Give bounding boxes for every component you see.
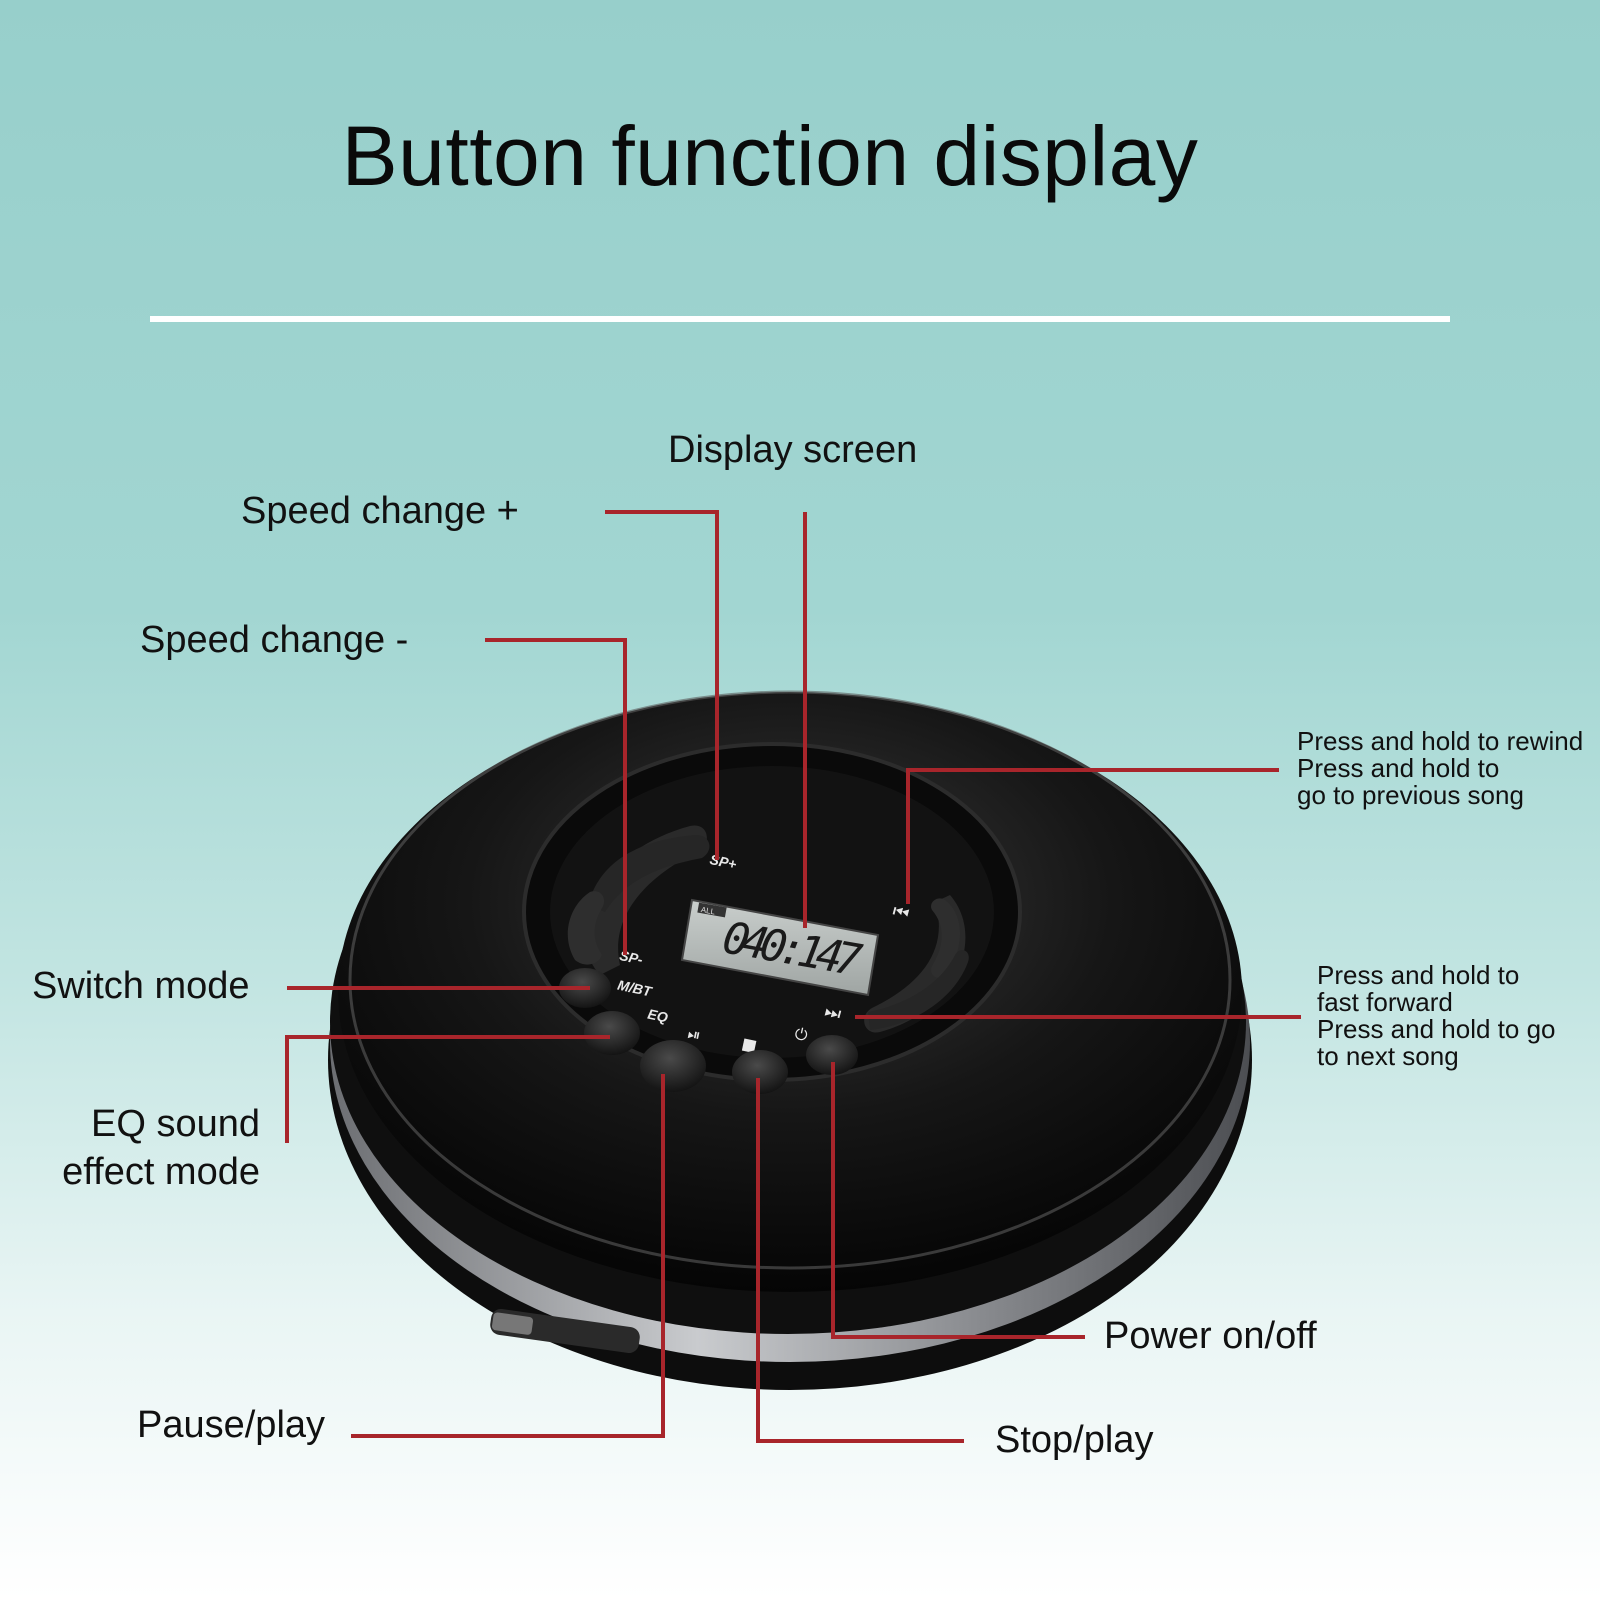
label-forward-line2: fast forward [1317, 987, 1453, 1017]
previous-track-icon: ⏮ [890, 901, 911, 925]
hold-switch[interactable] [489, 1308, 641, 1355]
power-icon: ⏻ [793, 1024, 810, 1045]
leader-rewind [906, 768, 1279, 904]
label-rewind-previous: Press and hold to rewind Press and hold … [1297, 728, 1583, 809]
sp-plus-button[interactable] [588, 834, 710, 912]
label-forward-line4: to next song [1317, 1041, 1459, 1071]
label-eq-line2: effect mode [62, 1151, 260, 1193]
label-forward-line3: Press and hold to go [1317, 1014, 1556, 1044]
pause-play-button[interactable] [640, 1040, 706, 1092]
label-rewind-line1: Press and hold to rewind [1297, 726, 1584, 756]
leader-speed-plus [605, 510, 719, 860]
right-grip-slot [864, 895, 966, 1033]
label-rewind-line3: go to previous song [1297, 780, 1524, 810]
stop-icon: ■ [740, 1034, 759, 1056]
leader-pause-play [351, 1074, 665, 1438]
page-title: Button function display [341, 109, 1199, 203]
label-stop-play: Stop/play [995, 1419, 1154, 1461]
label-pause-play: Pause/play [137, 1404, 326, 1446]
eq-marking: EQ [646, 1006, 669, 1026]
power-button[interactable] [806, 1035, 858, 1075]
label-eq-sound-effect-mode: EQ sound effect mode [40, 1100, 260, 1196]
display-screen [680, 898, 880, 997]
sp-minus-button[interactable] [567, 891, 605, 965]
label-forward-next: Press and hold to fast forward Press and… [1317, 962, 1556, 1070]
label-rewind-line2: Press and hold to [1297, 753, 1500, 783]
lcd-badge: ALL [700, 905, 716, 916]
play-pause-icon: ⏯ [686, 1024, 702, 1045]
eq-button[interactable] [584, 1011, 640, 1055]
label-display-screen: Display screen [668, 429, 918, 471]
previous-track-button[interactable] [931, 898, 960, 978]
leader-power [831, 1062, 1085, 1339]
label-power-on-off: Power on/off [1104, 1315, 1317, 1357]
label-speed-change-minus: Speed change - [140, 619, 409, 661]
title-divider [150, 316, 1450, 322]
label-speed-change-plus: Speed change + [241, 490, 519, 532]
leader-stop-play [756, 1078, 964, 1443]
label-forward-line1: Press and hold to [1317, 960, 1520, 990]
leader-speed-minus [485, 638, 627, 955]
label-switch-mode: Switch mode [32, 965, 250, 1007]
leader-eq [285, 1035, 610, 1143]
next-track-icon: ⏭ [822, 1001, 843, 1025]
stop-button[interactable] [732, 1050, 788, 1094]
label-eq-line1: EQ sound [91, 1103, 260, 1145]
mbt-marking: M/BT [616, 977, 654, 1000]
next-track-button[interactable] [868, 950, 969, 1030]
device-body [338, 690, 1242, 1292]
